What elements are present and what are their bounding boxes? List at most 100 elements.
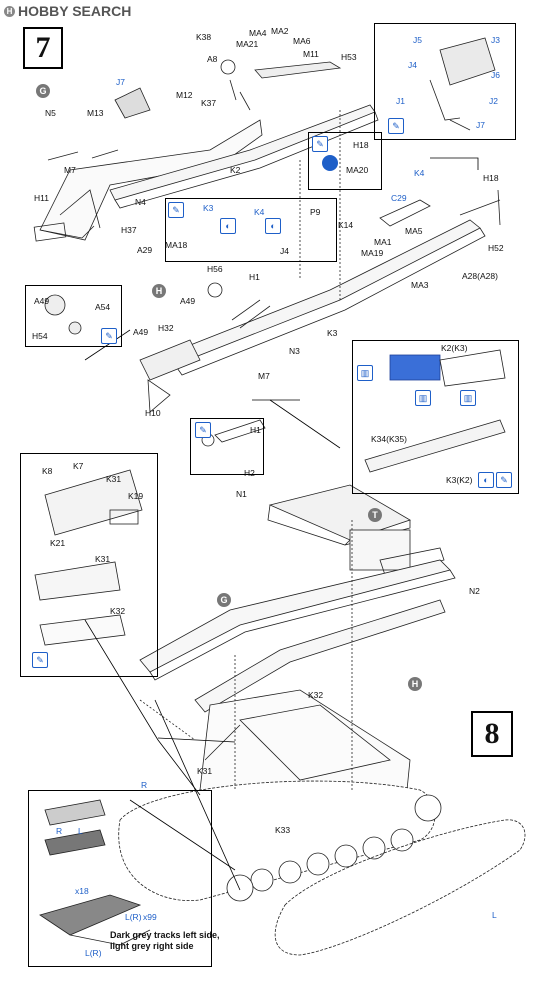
- part-label: P9: [310, 207, 321, 217]
- step-7-box: 7: [23, 27, 63, 69]
- x-ref: x18: [75, 886, 89, 896]
- part-label: MA2: [271, 26, 289, 36]
- part-label: A28(A28): [462, 271, 498, 281]
- part-label: L: [492, 910, 497, 920]
- sub-label-t: T: [368, 508, 382, 522]
- part-label: K3: [203, 203, 214, 213]
- part-label: K3(K2): [446, 475, 473, 485]
- part-label: MA21: [236, 39, 259, 49]
- part-label: H1: [250, 425, 261, 435]
- glue-icon: ✎: [312, 136, 328, 152]
- part-label: K33: [275, 825, 291, 835]
- sub-label-g-top: G: [36, 84, 50, 98]
- part-label: K19: [128, 491, 144, 501]
- part-count: x99: [143, 912, 157, 922]
- part-label: H37: [121, 225, 137, 235]
- part-label: K32: [110, 606, 126, 616]
- inset-a49-a54: [25, 285, 122, 347]
- part-label: N1: [236, 489, 247, 499]
- part-label: J4: [280, 246, 289, 256]
- part-label: A54: [95, 302, 111, 312]
- part-label: J4: [408, 60, 417, 70]
- part-label: R: [141, 780, 148, 790]
- part-label: MA20: [346, 165, 369, 175]
- part-label: K4: [254, 207, 265, 217]
- watermark-text: HOBBY SEARCH: [18, 3, 132, 19]
- part-label: J5: [413, 35, 422, 45]
- track-note-line-1: Dark grey tracks left side,: [110, 930, 220, 940]
- part-label: K14: [338, 220, 354, 230]
- track-color-note: Dark grey tracks left side, light grey r…: [110, 930, 220, 952]
- part-label: MA4: [249, 28, 267, 38]
- part-label: K32: [308, 690, 324, 700]
- part-label: J7: [476, 120, 485, 130]
- paint-icon: ▥: [357, 365, 373, 381]
- part-label: K37: [201, 98, 217, 108]
- part-label: J7: [116, 77, 125, 87]
- part-label: N3: [289, 346, 300, 356]
- part-label: R: [56, 826, 63, 836]
- glue-icon: ✎: [32, 652, 48, 668]
- sub-label-g-bottom: G: [217, 593, 231, 607]
- step-7-number: 7: [35, 31, 51, 64]
- part-label: K2: [230, 165, 241, 175]
- part-label: L(R): [125, 912, 142, 922]
- part-highlight-dot: [322, 155, 338, 171]
- cement-icon: ◐: [265, 218, 281, 234]
- part-label: H11: [34, 193, 49, 203]
- part-label: H52: [488, 243, 504, 253]
- part-label: J1: [396, 96, 405, 106]
- inset-h1-h2: [190, 418, 264, 475]
- part-label: K31: [197, 766, 213, 776]
- part-label: A29: [137, 245, 153, 255]
- part-label: K7: [73, 461, 84, 471]
- glue-icon: ✎: [195, 422, 211, 438]
- part-label: A8: [207, 54, 218, 64]
- part-label: A49: [133, 327, 149, 337]
- part-label: H56: [207, 264, 223, 274]
- part-label: H18: [353, 140, 369, 150]
- part-label: K38: [196, 32, 212, 42]
- part-label: M7: [64, 165, 76, 175]
- part-label: J3: [491, 35, 500, 45]
- part-label: A49: [180, 296, 196, 306]
- paint-icon: ▥: [460, 390, 476, 406]
- watermark-logo-icon: H: [4, 5, 15, 17]
- part-label: N2: [469, 586, 480, 596]
- glue-icon: ✎: [388, 118, 404, 134]
- inset-h18-ma20: [308, 132, 382, 190]
- cement-icon: ◐: [478, 472, 494, 488]
- part-label: M11: [303, 49, 319, 59]
- part-label: K34(K35): [371, 434, 407, 444]
- part-label: H18: [483, 173, 499, 183]
- part-label: MA3: [411, 280, 429, 290]
- part-label: MA1: [374, 237, 392, 247]
- part-label: L(R): [85, 948, 102, 958]
- part-label: N4: [135, 197, 146, 207]
- part-label: N5: [45, 108, 56, 118]
- inset-k31-subassembly: [20, 453, 158, 677]
- glue-icon: ✎: [496, 472, 512, 488]
- part-label: K4: [414, 168, 425, 178]
- part-label: MA6: [293, 36, 311, 46]
- glue-icon: ✎: [101, 328, 117, 344]
- part-label: K21: [50, 538, 66, 548]
- part-label: K2(K3): [441, 343, 468, 353]
- part-label: H1: [249, 272, 260, 282]
- part-label: J2: [489, 96, 498, 106]
- part-label: K31: [95, 554, 111, 564]
- sub-label-h-bottom: H: [408, 677, 422, 691]
- part-label: J6: [491, 70, 500, 80]
- part-label: H2: [244, 468, 255, 478]
- inset-j-parts: [374, 23, 516, 140]
- inset-k3-k4: [165, 198, 337, 262]
- part-label: A49: [34, 296, 50, 306]
- part-label: H10: [145, 408, 161, 418]
- part-label: M12: [176, 90, 193, 100]
- part-label: K8: [42, 466, 53, 476]
- part-label: H53: [341, 52, 357, 62]
- glue-icon: ✎: [168, 202, 184, 218]
- inset-track-links: [28, 790, 212, 967]
- sub-label-h-top: H: [152, 284, 166, 298]
